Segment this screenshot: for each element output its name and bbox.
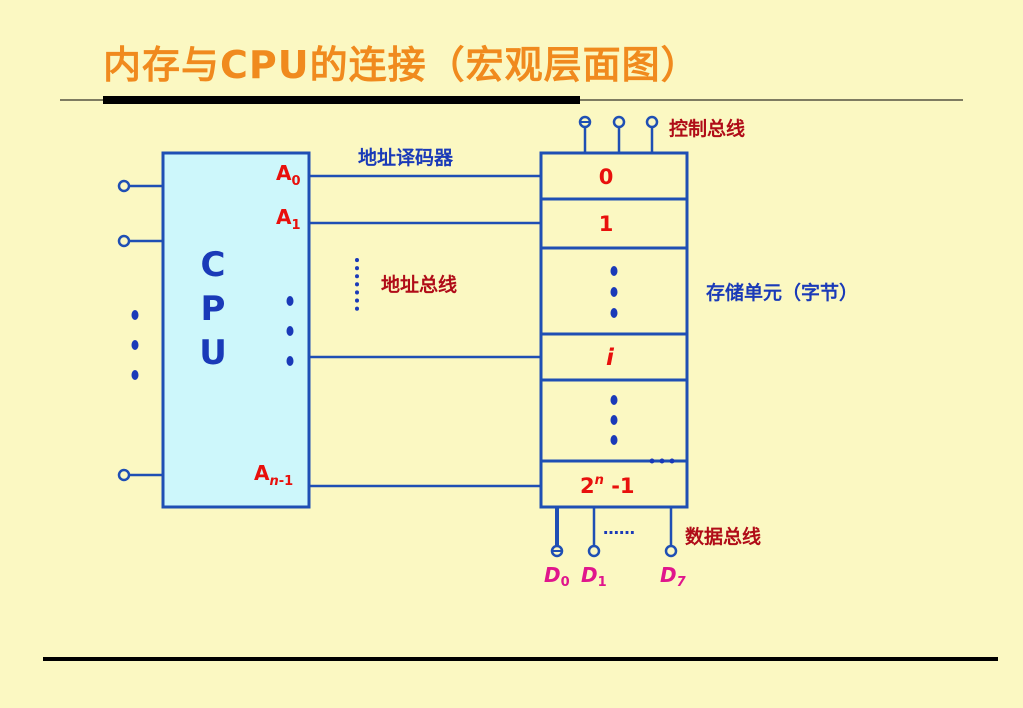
slide-title: 内存与CPU的连接（宏观层面图）	[103, 43, 700, 87]
cpu-letter-c: C	[201, 245, 226, 285]
memory-cell-1: 1	[599, 212, 614, 236]
decoder-label: 地址译码器	[358, 146, 454, 169]
pin-label-a1: A1	[276, 205, 301, 233]
cpu-box	[161, 151, 311, 509]
cpu-left-pin-n	[117, 468, 163, 482]
memory-cell-0: 0	[599, 165, 614, 189]
data-bus-label: 数据总线	[685, 525, 761, 548]
data-pin-label-d7: D7	[660, 563, 687, 590]
data-bus-pin-d1	[587, 507, 601, 558]
memory-dots-lower	[610, 395, 618, 445]
memory-cell-i: i	[606, 345, 615, 371]
memory-cell-last: 2n -1	[580, 473, 635, 498]
data-bus-ellipsis: ……	[603, 519, 635, 538]
cpu-letter-p: P	[201, 289, 226, 329]
storage-unit-label: 存储单元（字节）	[706, 281, 858, 304]
pin-label-an-1: An-1	[254, 461, 293, 489]
cpu-left-vertical-dots	[131, 310, 139, 380]
cpu-left-pin-2	[117, 234, 163, 248]
data-pin-label-d1: D1	[581, 563, 607, 590]
control-bus-label: 控制总线	[669, 117, 745, 140]
address-bus-label: 地址总线	[381, 273, 457, 296]
pin-label-a0: A0	[276, 161, 301, 189]
control-bus-pin-2	[612, 115, 626, 153]
memory-box	[539, 151, 689, 509]
memory-dots-upper	[610, 266, 618, 318]
footer-rule	[43, 657, 998, 661]
data-pin-label-d0: D0	[544, 563, 570, 590]
memory-horizontal-dots	[649, 458, 675, 464]
cpu-left-pin-1	[117, 179, 163, 193]
header-thick-rule	[103, 96, 580, 104]
control-bus-pin-3	[645, 115, 659, 153]
cpu-inner-vertical-dots	[286, 296, 294, 366]
cpu-letter-u: U	[199, 333, 227, 373]
control-bus-pin-1	[578, 115, 592, 153]
data-bus-pin-d0	[550, 507, 564, 558]
data-bus-pin-d7	[664, 507, 678, 558]
